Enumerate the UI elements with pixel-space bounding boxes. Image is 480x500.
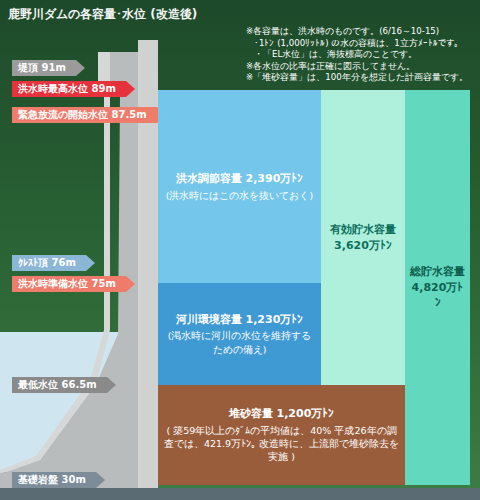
level-label: 洪水時準備水位 75m — [12, 276, 135, 292]
level-arrow: 洪水時準備水位 75m — [12, 276, 135, 292]
capacity-name: 総貯水容量 — [410, 264, 465, 279]
capacity-note: (渇水時に河川の水位を維持するための備え) — [163, 329, 316, 356]
capacity-note: 4,820万ﾄﾝ — [410, 280, 465, 311]
capacity-name: 河川環境容量 1,230万ﾄﾝ — [176, 312, 304, 327]
arrow-fill — [12, 472, 105, 488]
note-text: ※「堆砂容量」は、100年分を想定した計画容量です。 — [246, 72, 476, 84]
level-label: 堤頂 91m — [12, 60, 85, 76]
level-arrow: 洪水時最高水位 89m — [12, 81, 135, 97]
bedrock — [0, 488, 480, 500]
note-text: ※各水位の比率は正確に図示してません。 — [246, 61, 476, 73]
capacity-box: 河川環境容量 1,230万ﾄﾝ (渇水時に河川の水位を維持するための備え) — [158, 283, 321, 385]
level-label: ｸﾚｽﾄ頂 76m — [12, 255, 95, 271]
arrow-fill — [12, 276, 135, 292]
capacity-box: 洪水調節容量 2,390万ﾄﾝ (洪水時にはこの水を抜いておく) — [158, 90, 321, 283]
capacity-note: 3,620万ﾄﾝ — [334, 238, 392, 253]
note-text: ※各容量は、洪水時のものです。(6/16～10-15) — [246, 26, 476, 38]
note-text: ・1ﾄﾝ (1,000ﾘｯﾄﾙ) の水の容積は、1立方ﾒｰﾄﾙです。 — [246, 38, 476, 50]
arrow-fill — [12, 60, 85, 76]
capacity-note: (洪水時にはこの水を抜いておく) — [166, 189, 313, 202]
level-arrow: 最低水位 66.5m — [12, 377, 116, 393]
note-text: ・「EL水位」は、海抜標高のことです。 — [246, 49, 476, 61]
level-label: 洪水時最高水位 89m — [12, 81, 135, 97]
capacity-note: ( 築59年以上のﾀﾞﾑの平均値は、40% 平成26年の調査では、421.9万ﾄ… — [163, 424, 400, 464]
level-label: 緊急放流の開始水位 87.5m — [12, 107, 166, 123]
arrow-fill — [12, 255, 95, 271]
level-arrow: 堤頂 91m — [12, 60, 85, 76]
capacity-box: 堆砂容量 1,200万ﾄﾝ ( 築59年以上のﾀﾞﾑの平均値は、40% 平成26年… — [158, 385, 405, 485]
notes-block: ※各容量は、洪水時のものです。(6/16～10-15)・1ﾄﾝ (1,000ﾘｯ… — [246, 26, 476, 84]
level-arrow: ｸﾚｽﾄ頂 76m — [12, 255, 95, 271]
level-arrow: 緊急放流の開始水位 87.5m — [12, 107, 166, 123]
level-label: 最低水位 66.5m — [12, 377, 116, 393]
diagram-title: 鹿野川ダムの各容量･水位 (改造後) — [8, 6, 197, 23]
capacity-name: 堆砂容量 1,200万ﾄﾝ — [229, 406, 335, 421]
arrow-fill — [12, 377, 116, 393]
capacity-name: 有効貯水容量 — [330, 222, 396, 237]
arrow-fill — [12, 107, 166, 123]
level-arrow: 基礎岩盤 30m — [12, 472, 105, 488]
level-label: 基礎岩盤 30m — [12, 472, 105, 488]
capacity-name: 洪水調節容量 2,390万ﾄﾝ — [176, 171, 304, 186]
capacity-box: 総貯水容量4,820万ﾄﾝ — [405, 90, 470, 485]
arrow-fill — [12, 81, 135, 97]
capacity-box: 有効貯水容量3,620万ﾄﾝ — [321, 90, 405, 385]
